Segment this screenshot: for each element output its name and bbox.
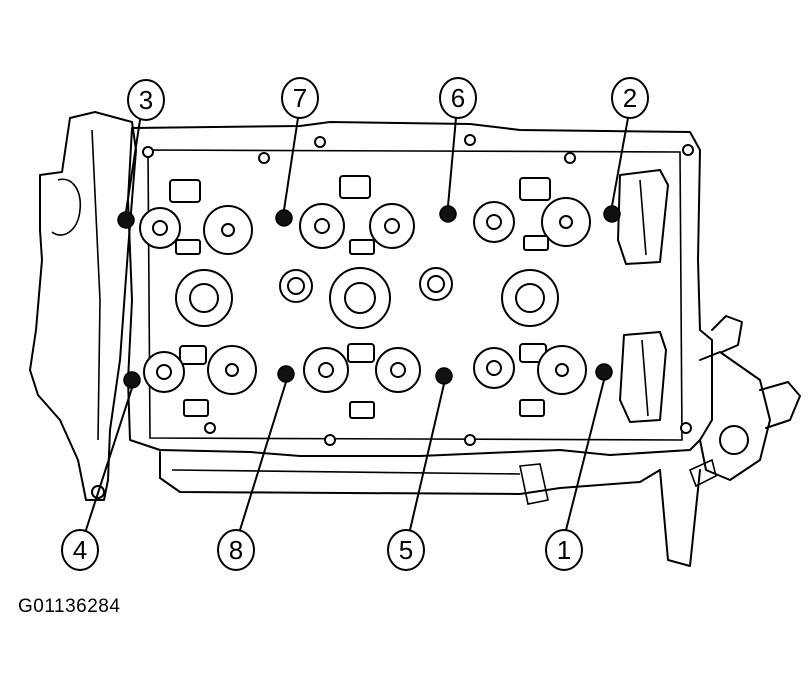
callout-2: 2 [611,77,649,119]
callout-label-1: 1 [557,535,571,565]
head-bolt-2 [603,205,621,223]
coolant-pipe [159,451,701,567]
callout-label-2: 2 [623,83,637,113]
callout-6: 6 [439,77,477,119]
head-bolt-6 [439,205,457,223]
callout-label-3: 3 [139,85,153,115]
head-bolt-5 [435,367,453,385]
spark-plug-bores [175,267,559,329]
callout-1: 1 [545,529,583,571]
head-bolt-4 [123,371,141,389]
head-bolts [117,205,621,389]
timing-cover [29,111,137,501]
right-end-brackets [617,169,669,423]
callout-5: 5 [387,529,425,571]
head-bolt-3 [117,211,135,229]
figure-id-label: G01136284 [18,596,121,617]
cylinder-head-body [127,121,713,457]
callout-label-7: 7 [293,83,307,113]
callout-8: 8 [217,529,255,571]
callout-label-6: 6 [451,83,465,113]
head-bolt-8 [277,365,295,383]
head-bolt-7 [275,209,293,227]
water-outlet-housing [688,315,801,488]
head-bolt-1 [595,363,613,381]
leader-lines [85,117,629,531]
callout-4: 4 [61,529,99,571]
callout-3: 3 [127,79,165,121]
callout-label-8: 8 [229,535,243,565]
lower-camshaft [143,343,587,419]
callout-7: 7 [281,77,319,119]
upper-camshaft [139,175,591,255]
callout-label-4: 4 [73,535,87,565]
callout-label-5: 5 [399,535,413,565]
